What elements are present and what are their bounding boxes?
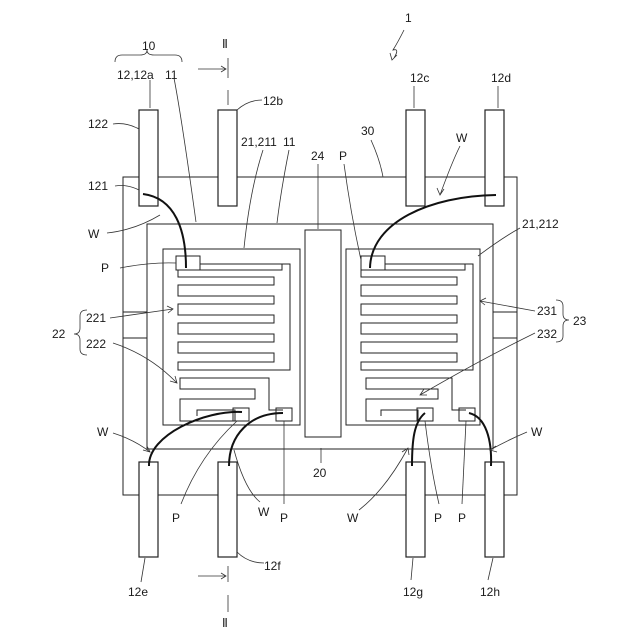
leader-12h: [488, 558, 493, 580]
label-232: 232: [537, 327, 557, 341]
lead-12e: [139, 462, 158, 557]
lead-12h: [485, 462, 504, 557]
label-W-right: W: [531, 425, 543, 439]
right-top-pad: [361, 256, 385, 270]
leader-P-b3: [425, 421, 439, 504]
label-24: 24: [311, 149, 325, 163]
leader-12e: [141, 558, 145, 582]
leader-W-right: [490, 432, 527, 452]
label-P-left: P: [101, 261, 109, 275]
leader-W-f: [234, 450, 260, 502]
label-231: 231: [537, 304, 557, 318]
label-12g: 12g: [403, 585, 423, 599]
label-W-top-left: W: [88, 227, 100, 241]
lead-frame: [147, 224, 493, 449]
label-212: 21,212: [522, 217, 559, 231]
label-section-top: Ⅱ: [222, 37, 228, 51]
right-comb-electrode: [361, 264, 473, 370]
center-block: [305, 230, 341, 437]
leader-212: [478, 228, 520, 256]
leader-11-mid: [277, 150, 289, 223]
leader-12b: [237, 100, 262, 110]
label-P-b3: P: [434, 511, 442, 525]
leader-122: [113, 124, 139, 129]
label-W-left: W: [97, 425, 109, 439]
leader-121: [115, 186, 139, 191]
right-side-tab: [493, 312, 517, 338]
label-12h: 12h: [480, 585, 500, 599]
leader-W-top-right: [437, 146, 460, 195]
lead-12d: [485, 110, 504, 206]
section-arrow-top: [198, 66, 226, 72]
label-221: 221: [86, 311, 106, 325]
label-11-top: 11: [165, 68, 178, 82]
leader-211: [244, 150, 263, 248]
leader-W-left: [113, 433, 150, 452]
leader-12f: [237, 552, 264, 563]
lead-12a: [139, 110, 158, 206]
label-12b: 12b: [263, 94, 283, 108]
label-12d: 12d: [491, 71, 511, 85]
label-W-top-right: W: [456, 131, 468, 145]
leader-12g: [411, 558, 413, 580]
left-top-pad: [176, 256, 200, 270]
label-122: 122: [88, 117, 108, 131]
label-W-f: W: [258, 505, 270, 519]
brace-23: [556, 300, 569, 342]
lead-12g: [406, 462, 425, 557]
label-30: 30: [361, 124, 375, 138]
leader-231: [480, 298, 535, 311]
label-W-g: W: [347, 511, 359, 525]
leader-30: [371, 140, 383, 177]
leader-P-b4: [462, 421, 466, 504]
label-fig-number: 1: [405, 11, 412, 25]
right-meander-electrode: [366, 378, 466, 421]
label-211: 21,211: [241, 135, 277, 149]
lead-12f: [218, 462, 237, 557]
label-P-b1: P: [172, 511, 180, 525]
label-23: 23: [573, 314, 587, 328]
lead-12b: [218, 110, 237, 206]
label-20: 20: [313, 466, 327, 480]
label-12a: 12,12a: [117, 68, 154, 82]
section-arrow-bottom: [198, 573, 226, 579]
label-10: 10: [142, 39, 156, 53]
label-222: 222: [86, 337, 106, 351]
leader-P-right: [344, 164, 361, 260]
label-12f: 12f: [264, 559, 281, 573]
label-P-right-top: P: [339, 149, 347, 163]
package-body: [123, 177, 517, 495]
label-22: 22: [52, 327, 66, 341]
left-comb-electrode: [178, 264, 290, 370]
label-11-mid: 11: [283, 135, 296, 149]
label-P-b4: P: [458, 511, 466, 525]
leader-fig-1: [390, 30, 404, 60]
label-section-bottom: Ⅱ: [222, 616, 228, 630]
leader-P-left: [120, 263, 176, 268]
leader-W-g: [359, 448, 409, 510]
lead-12c: [406, 110, 425, 206]
label-121: 121: [88, 179, 108, 193]
leader-11-top: [174, 78, 196, 222]
wire-12d: [370, 195, 496, 268]
label-12e: 12e: [128, 585, 148, 599]
label-12c: 12c: [410, 71, 429, 85]
label-P-b2: P: [280, 511, 288, 525]
